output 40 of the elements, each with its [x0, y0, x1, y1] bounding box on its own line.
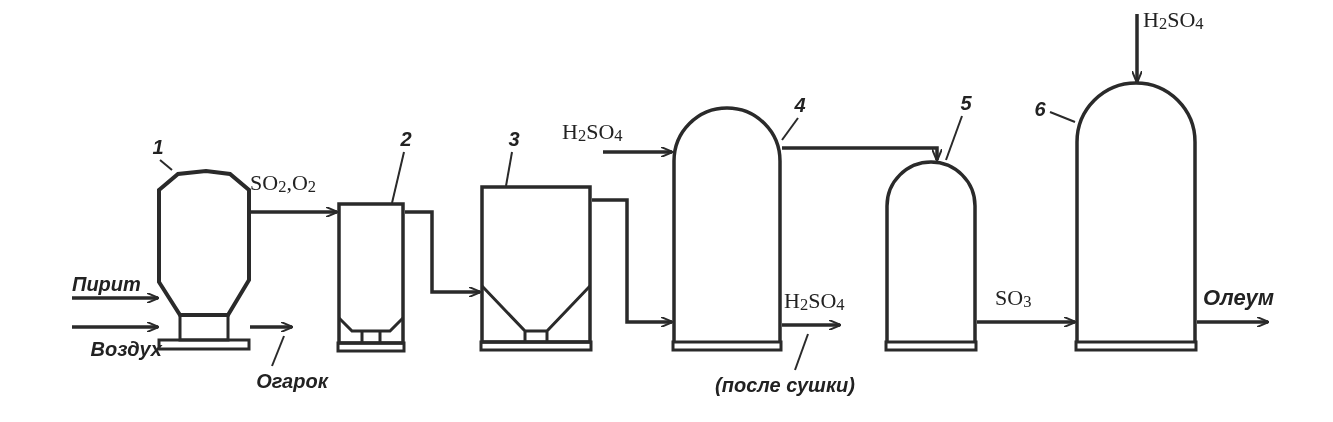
absorber-drawing — [1075, 82, 1197, 352]
leader-line — [794, 333, 809, 371]
callout-number: 6 — [1030, 96, 1050, 122]
absorber-drawing — [885, 160, 977, 352]
edge-label: H$_{2}$SO$_{4}$ — [562, 118, 624, 146]
input-label: Воздух — [72, 327, 162, 371]
callout-number: 3 — [504, 126, 524, 152]
leader-line — [945, 115, 963, 161]
absorber-drawing — [672, 106, 782, 352]
callout-number: 2 — [396, 126, 416, 152]
edge-label: SO$_{3}$ — [995, 284, 1033, 312]
leader-line — [159, 159, 173, 171]
leader-line — [271, 335, 285, 367]
leader-line — [505, 151, 513, 187]
flow-arrow — [782, 319, 842, 331]
flow-arrow — [72, 321, 160, 333]
callout-number: 4 — [790, 92, 810, 118]
note-label: (после сушки) — [700, 370, 870, 400]
leader-line — [391, 151, 405, 204]
leader-line — [1049, 111, 1076, 123]
flow-arrow — [72, 292, 160, 304]
flow-arrow — [1131, 14, 1143, 84]
flow-arrow — [1197, 316, 1270, 328]
tower-drawing — [480, 186, 592, 352]
edge-label: H$_{2}$SO$_{4}$ — [1143, 6, 1205, 34]
edge-label: Олеум — [1203, 284, 1275, 312]
callout-number: 1 — [148, 134, 168, 160]
input-label: Пирит — [72, 270, 156, 298]
leader-line — [781, 117, 799, 141]
flow-arrow — [977, 316, 1077, 328]
output-label: Огарок — [246, 366, 338, 396]
callout-number: 5 — [956, 90, 976, 116]
flow-arrow — [592, 198, 674, 328]
tower-drawing — [337, 203, 405, 353]
flow-arrow — [250, 206, 339, 218]
flow-arrow — [405, 210, 482, 298]
flow-arrow — [782, 146, 943, 162]
edge-label: H$_{2}$SO$_{4}$ — [784, 287, 846, 315]
edge-label: SO$_{2}$,O$_{2}$ — [250, 169, 317, 198]
flow-arrow — [603, 146, 674, 158]
